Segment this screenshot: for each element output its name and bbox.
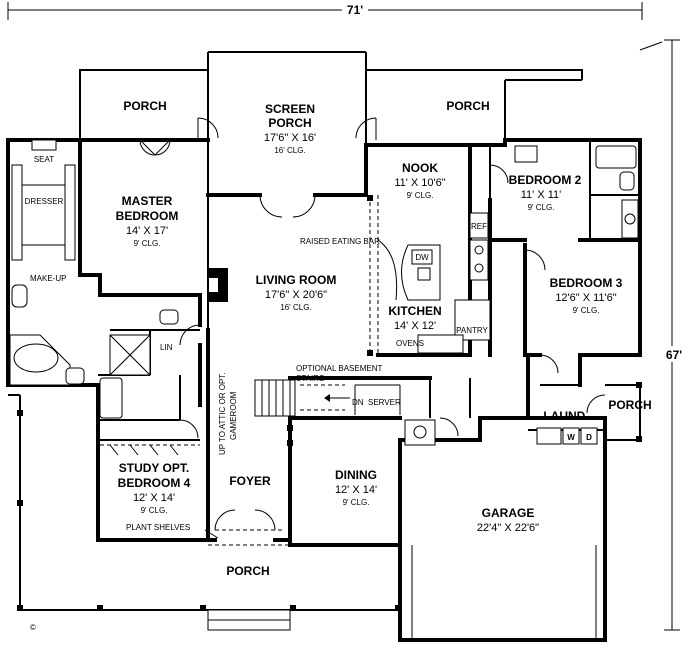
bedroom2-label: BEDROOM 2 [509,173,582,187]
ref-label: REF [471,222,487,231]
living-room-label: LIVING ROOM [256,273,337,287]
study-size: 12' X 14' [133,492,175,504]
dining-ceiling: 9' CLG. [343,498,370,507]
kitchen-size: 14' X 12' [394,320,436,332]
dryer-label: D [586,433,592,442]
dining-size: 12' X 14' [335,484,377,496]
master-label-1: MASTER [122,194,173,208]
bedroom3-ceiling: 9' CLG. [573,306,600,315]
porch-left-label: PORCH [123,99,166,113]
kitchen-fixtures [377,212,491,354]
living-room-size: 17'6" X 20'6" [265,289,327,301]
study-ceiling: 9' CLG. [141,506,168,515]
bedroom2-size: 11' X 11' [521,189,562,201]
basement-stairs [254,379,401,417]
study-label-2: BEDROOM 4 [118,476,191,490]
laundry-label: LAUND. [543,409,588,423]
plant-shelves-label: PLANT SHELVES [126,523,190,532]
fireplace [208,268,228,302]
front-porch-label: PORCH [226,564,269,578]
column-markers [287,195,373,446]
master-bath-fixtures [9,139,179,419]
nook-label: NOOK [402,161,438,175]
master-label-2: BEDROOM [116,209,179,223]
optional-stairs-label-1: OPTIONAL BASEMENT [296,364,383,373]
east-porch-outline [605,382,642,442]
laundry-fixtures [536,427,598,445]
master-size: 14' X 17' [126,225,168,237]
pantry-label: PANTRY [456,326,488,335]
study-label-1: STUDY OPT. [119,461,189,475]
garage-label: GARAGE [482,506,535,520]
bedroom2-bath-fixtures [514,145,639,239]
attic-label-1: UP TO ATTIC OR OPT. [218,372,227,455]
washer-label: W [567,433,575,442]
foyer-label: FOYER [229,474,271,488]
makeup-label: MAKE-UP [30,274,66,283]
east-porch-label: PORCH [608,398,651,412]
optional-stairs-label-2: STAIRS [296,374,324,383]
bedroom2-ceiling: 9' CLG. [528,203,555,212]
bedroom3-size: 12'6" X 11'6" [555,292,616,304]
screen-porch-ceiling: 16' CLG. [274,146,305,155]
nook-ceiling: 9' CLG. [407,191,434,200]
width-dimension: 71' [347,3,363,17]
screen-porch-label-1: SCREEN [265,102,315,116]
porch-right-label: PORCH [446,99,489,113]
raised-bar-label: RAISED EATING BAR [300,237,380,246]
screen-porch-size: 17'6" X 16' [264,132,316,144]
front-porch-outline [8,394,401,631]
garage-size: 22'4" X 22'6" [477,522,539,534]
kitchen-label: KITCHEN [388,304,441,318]
linen-label: LIN [160,343,173,352]
screen-porch-label-2: PORCH [268,116,311,130]
nook-size: 11' X 10'6" [394,177,445,189]
bedroom3-label: BEDROOM 3 [550,276,623,290]
study-shelves [100,444,219,539]
attic-label-2: GAMEROOM [229,391,238,440]
master-ceiling: 9' CLG. [134,239,161,248]
dishwasher-label: DW [415,253,429,262]
door-swings [139,139,606,531]
depth-dimension-line: 67' [639,39,684,631]
server-label: SERVER [368,398,401,407]
dresser-label: DRESSER [25,197,64,206]
dining-label: DINING [335,468,377,482]
stairs-down-label: DN [352,398,364,407]
garage-fixtures [404,419,597,640]
seat-label: SEAT [34,155,54,164]
depth-dimension: 67' [666,348,682,362]
ovens-label: OVENS [396,339,424,348]
living-room-ceiling: 16' CLG. [280,303,311,312]
rear-porch-outline [79,51,583,195]
copyright-symbol: © [30,623,36,632]
width-dimension-line: 71' [7,2,643,20]
